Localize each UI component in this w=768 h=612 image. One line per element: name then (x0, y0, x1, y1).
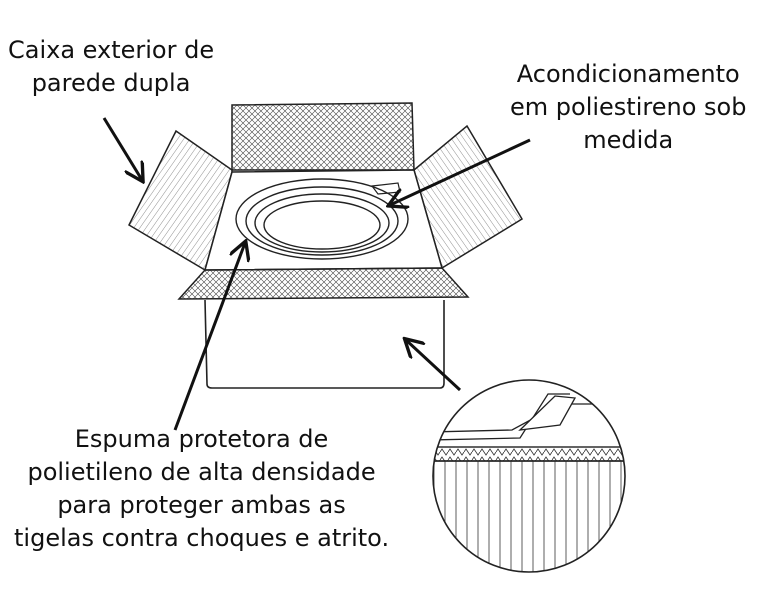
label-line: medida (583, 126, 674, 154)
detail-magnifier (432, 379, 626, 573)
arrow-outer-box (102, 117, 142, 180)
label-line: em poliestireno sob (510, 93, 747, 121)
label-line: parede dupla (31, 69, 191, 97)
box-body (204, 299, 445, 389)
label-line: tigelas contra choques e atrito. (14, 524, 390, 552)
bowl-rings (235, 178, 409, 260)
arrow-polystyrene (390, 138, 531, 205)
label-line: Caixa exterior de (8, 36, 215, 64)
label-line: Espuma protetora de (74, 425, 329, 453)
label-line: Acondicionamento (516, 60, 740, 88)
label-foam: Espuma protetora de polietileno de alta … (14, 423, 389, 555)
arrow-foam (173, 243, 245, 431)
label-line: para proteger ambas as (57, 491, 346, 519)
front-flap (177, 267, 470, 300)
arrows (102, 117, 531, 431)
back-flap (231, 102, 415, 171)
label-outer-box: Caixa exterior de parede dupla (8, 34, 214, 100)
label-line: polietileno de alta densidade (27, 458, 376, 486)
label-polystyrene: Acondicionamento em poliestireno sob med… (510, 58, 746, 157)
arrow-detail (406, 340, 462, 392)
